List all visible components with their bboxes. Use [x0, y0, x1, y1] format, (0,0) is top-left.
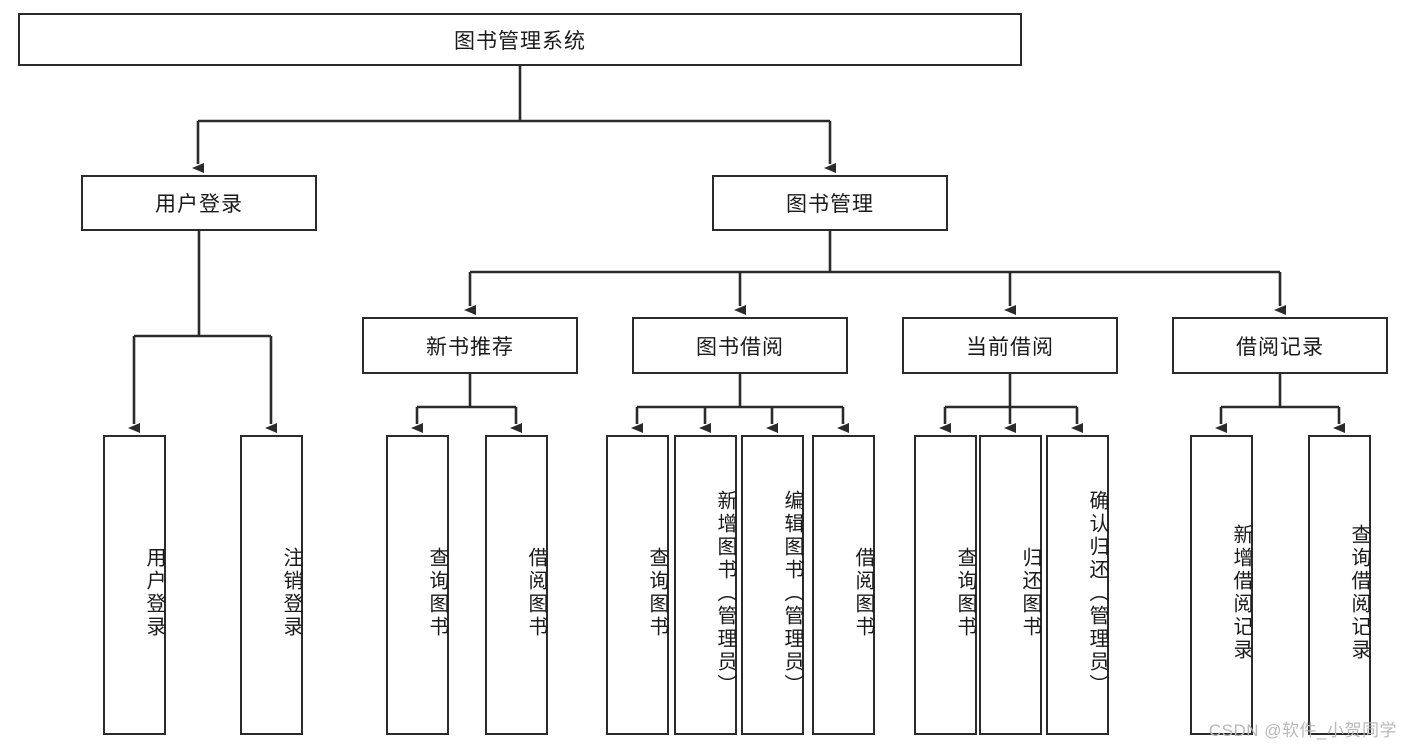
leaf-add-book-admin-label: 新增图书（管理员） — [714, 489, 736, 697]
leaf-add-borrow-record[interactable]: 新增借阅记录 — [1190, 435, 1253, 735]
leaf-return-book-label: 归还图书 — [1019, 547, 1041, 639]
leaf-edit-book-admin[interactable]: 编辑图书（管理员） — [741, 435, 804, 735]
leaf-newbook-query-book[interactable]: 查询图书 — [386, 435, 449, 735]
node-new-book-recommend[interactable]: 新书推荐 — [362, 317, 578, 374]
node-book-borrow[interactable]: 图书借阅 — [632, 317, 848, 374]
leaf-newbook-borrow-book[interactable]: 借阅图书 — [485, 435, 548, 735]
node-user-login[interactable]: 用户登录 — [81, 175, 317, 231]
leaf-newbook-query-book-label: 查询图书 — [426, 547, 448, 639]
node-new-book-recommend-label: 新书推荐 — [426, 335, 514, 359]
leaf-newbook-borrow-book-label: 借阅图书 — [525, 547, 547, 639]
leaf-current-query-book-label: 查询图书 — [954, 547, 976, 639]
leaf-query-borrow-record[interactable]: 查询借阅记录 — [1308, 435, 1371, 735]
leaf-add-book-admin[interactable]: 新增图书（管理员） — [674, 435, 737, 735]
watermark: CSDN @软件_小贺同学 — [1208, 721, 1397, 740]
leaf-user-login-label: 用户登录 — [143, 547, 165, 639]
leaf-logout[interactable]: 注销登录 — [240, 435, 303, 735]
node-book-management[interactable]: 图书管理 — [712, 175, 948, 231]
leaf-borrow-query-book[interactable]: 查询图书 — [606, 435, 669, 735]
leaf-return-book[interactable]: 归还图书 — [979, 435, 1042, 735]
node-borrow-record-label: 借阅记录 — [1236, 335, 1324, 359]
leaf-confirm-return-admin-label: 确认归还（管理员） — [1086, 489, 1108, 697]
node-root-label: 图书管理系统 — [454, 29, 586, 53]
node-current-borrow-label: 当前借阅 — [966, 335, 1054, 359]
leaf-user-login[interactable]: 用户登录 — [103, 435, 166, 735]
leaf-confirm-return-admin[interactable]: 确认归还（管理员） — [1046, 435, 1109, 735]
node-current-borrow[interactable]: 当前借阅 — [902, 317, 1118, 374]
leaf-current-query-book[interactable]: 查询图书 — [914, 435, 977, 735]
node-user-login-label: 用户登录 — [155, 193, 243, 216]
leaf-borrow-book-label: 借阅图书 — [852, 547, 874, 639]
leaf-borrow-query-book-label: 查询图书 — [646, 547, 668, 639]
leaf-logout-label: 注销登录 — [280, 547, 302, 639]
leaf-borrow-book[interactable]: 借阅图书 — [812, 435, 875, 735]
leaf-edit-book-admin-label: 编辑图书（管理员） — [781, 489, 803, 697]
node-book-borrow-label: 图书借阅 — [696, 335, 784, 359]
leaf-add-borrow-record-label: 新增借阅记录 — [1230, 524, 1252, 662]
node-book-management-label: 图书管理 — [786, 193, 874, 216]
node-borrow-record[interactable]: 借阅记录 — [1172, 317, 1388, 374]
node-root[interactable]: 图书管理系统 — [18, 13, 1022, 66]
leaf-query-borrow-record-label: 查询借阅记录 — [1348, 524, 1370, 662]
